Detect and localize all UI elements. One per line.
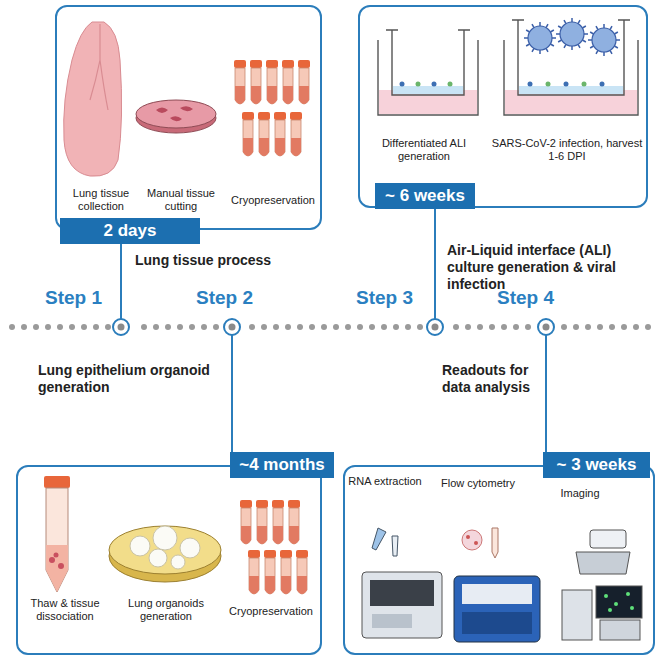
conical-tube	[44, 476, 70, 592]
icon-caption: Imaging	[543, 487, 617, 500]
stage-label: Readouts for data analysis	[442, 362, 540, 396]
icon-caption: Differentiated ALI generation	[368, 137, 480, 163]
stage-label: Air-Liquid interface (ALI) culture gener…	[447, 242, 659, 293]
flow-cytometer	[454, 528, 540, 642]
lung-icon	[64, 22, 122, 176]
microscope	[562, 530, 642, 640]
rna-icon	[362, 528, 442, 638]
step-label: Step 3	[356, 287, 413, 309]
icon-caption: SARS-CoV-2 infection, harvest 1-6 DPI	[490, 137, 644, 163]
virus-particles	[524, 18, 620, 56]
duration-text: ~ 6 weeks	[385, 186, 465, 205]
cells	[400, 82, 605, 87]
stage-label: Lung tissue process	[135, 252, 315, 269]
duration-text: 2 days	[104, 221, 157, 240]
tube-rack	[240, 500, 308, 594]
stage-panel: Lung tissue collectionManual tissue cutt…	[55, 5, 322, 230]
icon-caption: Manual tissue cutting	[139, 187, 223, 213]
stage-panel: Differentiated ALI generation SARS-CoV-2 …	[358, 5, 648, 208]
duration-tab: ~4 months	[230, 452, 334, 478]
icon-caption: Cryopreservation	[222, 605, 320, 618]
step-label: Step 4	[497, 287, 554, 309]
step-label: Step 2	[196, 287, 253, 309]
timeline-circles	[113, 319, 554, 335]
stage-panel: Thaw & tissue dissociationLung organoids…	[16, 465, 322, 655]
duration-text: ~4 months	[239, 455, 325, 474]
icon-caption: Cryopreservation	[227, 194, 319, 207]
stage-label: Lung epithelium organoid generation	[38, 362, 224, 396]
petri-dish	[136, 100, 216, 133]
icon-caption: RNA extraction	[347, 475, 423, 488]
duration-text: ~ 3 weeks	[557, 455, 637, 474]
tube-rack	[234, 60, 310, 156]
duration-tab: ~ 3 weeks	[543, 452, 650, 478]
duration-tab: ~ 6 weeks	[375, 183, 475, 209]
organoid-dish	[109, 526, 221, 582]
icon-caption: Lung tissue collection	[59, 187, 143, 213]
icon-caption: Thaw & tissue dissociation	[18, 597, 112, 623]
icon-caption: Flow cytometry	[441, 477, 515, 490]
duration-tab: 2 days	[60, 218, 200, 244]
icon-caption: Lung organoids generation	[116, 597, 216, 623]
stage-panel: RNA extraction Flow cytometryImaging	[343, 465, 655, 655]
transwell	[378, 20, 638, 115]
step-label: Step 1	[45, 287, 102, 309]
